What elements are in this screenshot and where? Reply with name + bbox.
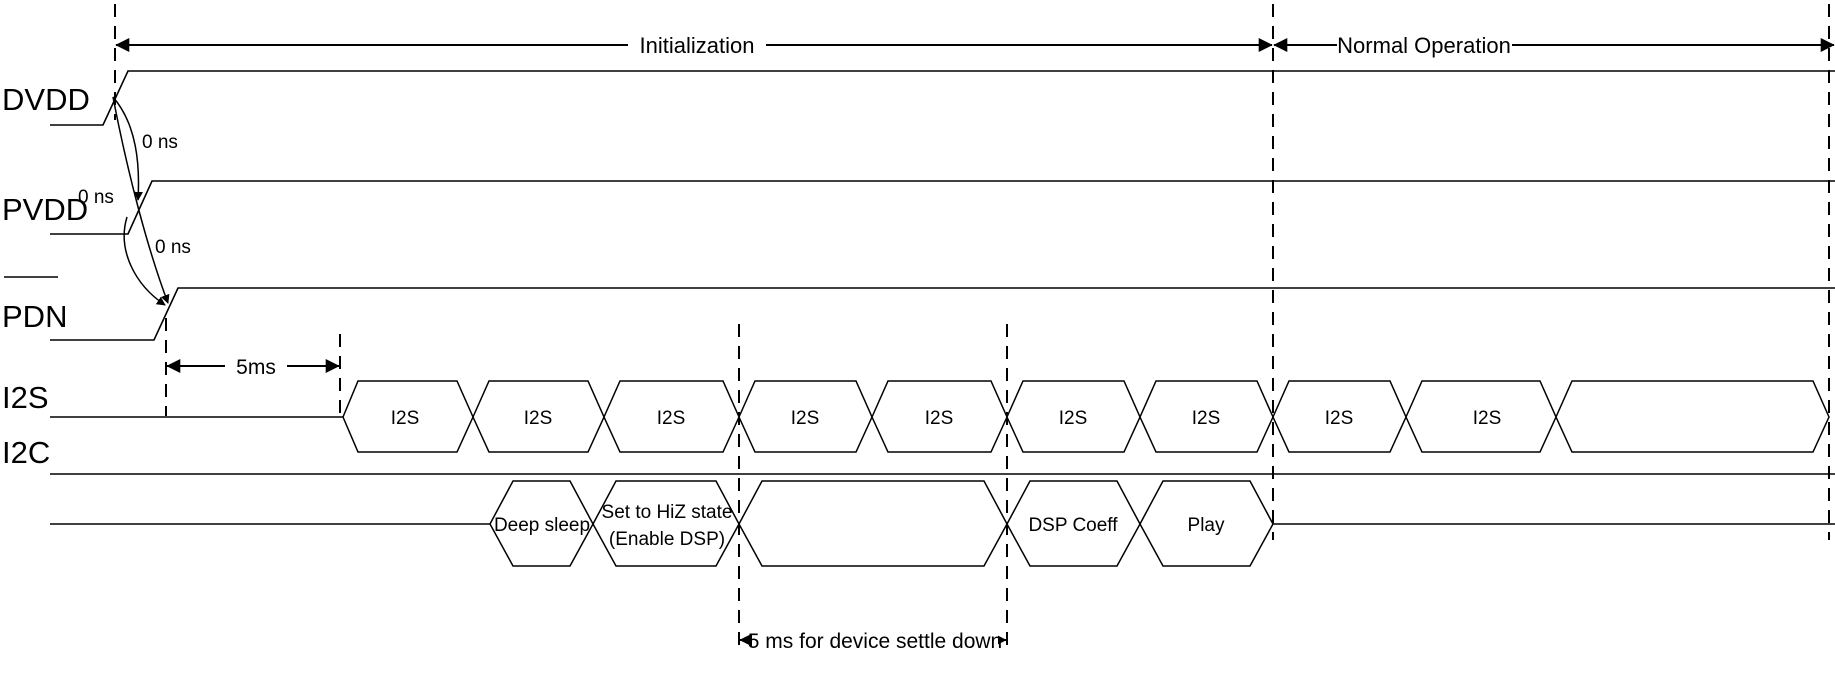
i2s-frame-label-1: I2S [524,408,553,429]
pdn-waveform [50,287,1835,341]
signal-label-pdn: PDN [2,299,67,334]
signal-label-dvdd: DVDD [2,82,90,117]
i2s-frame-label-6: I2S [1192,408,1221,429]
i2s-frame-label-8: I2S [1473,408,1502,429]
annotation-pvdd-to-pdn: 0 ns [155,237,191,258]
i2c-frame-label-play: Play [1188,515,1225,536]
annotation-pdn-to-i2s: 5ms [236,356,276,379]
i2s-frame-group [342,380,1830,453]
annotation-dvdd-to-pvdd: 0 ns [142,132,178,153]
signal-label-i2c: I2C [2,435,50,470]
i2c-frame-label-deep-sleep: Deep sleep [494,515,590,536]
initialization-label-bg [628,31,766,59]
i2s-frame-label-2: I2S [657,408,686,429]
device-settle-label-bg [752,626,998,652]
pvdd-to-pdn-curve-arrow [123,216,166,306]
i2c-frame-hiz [592,480,740,567]
annotation-device-settle: 5 ms for device settle down [748,630,1002,653]
annotation-dvdd-to-pdn: 0 ns [78,187,114,208]
i2c-frame-label-dsp-coeff: DSP Coeff [1028,515,1118,536]
i2c-frame-blank [738,480,1008,567]
pvdd-waveform [50,180,1835,235]
i2s-frame-label-4: I2S [925,408,954,429]
normal-operation-label-bg [1337,31,1512,59]
dvdd-waveform [50,70,1835,126]
i2s-frame-label-7: I2S [1325,408,1354,429]
signal-label-i2s: I2S [2,380,49,415]
i2c-frame-group [50,480,1835,567]
initialization-label: Initialization [640,33,755,58]
i2s-frame-9 [1555,380,1830,453]
signal-label-pvdd: PVDD [2,192,88,227]
normal-operation-label: Normal Operation [1337,33,1511,58]
i2s-frame-label-5: I2S [1059,408,1088,429]
five-ms-label-bg [225,353,287,379]
dvdd-to-pvdd-curve-arrow [112,96,143,201]
i2c-frame-label-hiz-line1: Set to HiZ state [602,502,733,523]
i2s-frame-label-3: I2S [791,408,820,429]
i2s-frame-label-0: I2S [391,408,420,429]
dvdd-to-pdn-curve-arrow [112,96,170,304]
i2c-frame-label-hiz-line2: (Enable DSP) [609,529,725,550]
